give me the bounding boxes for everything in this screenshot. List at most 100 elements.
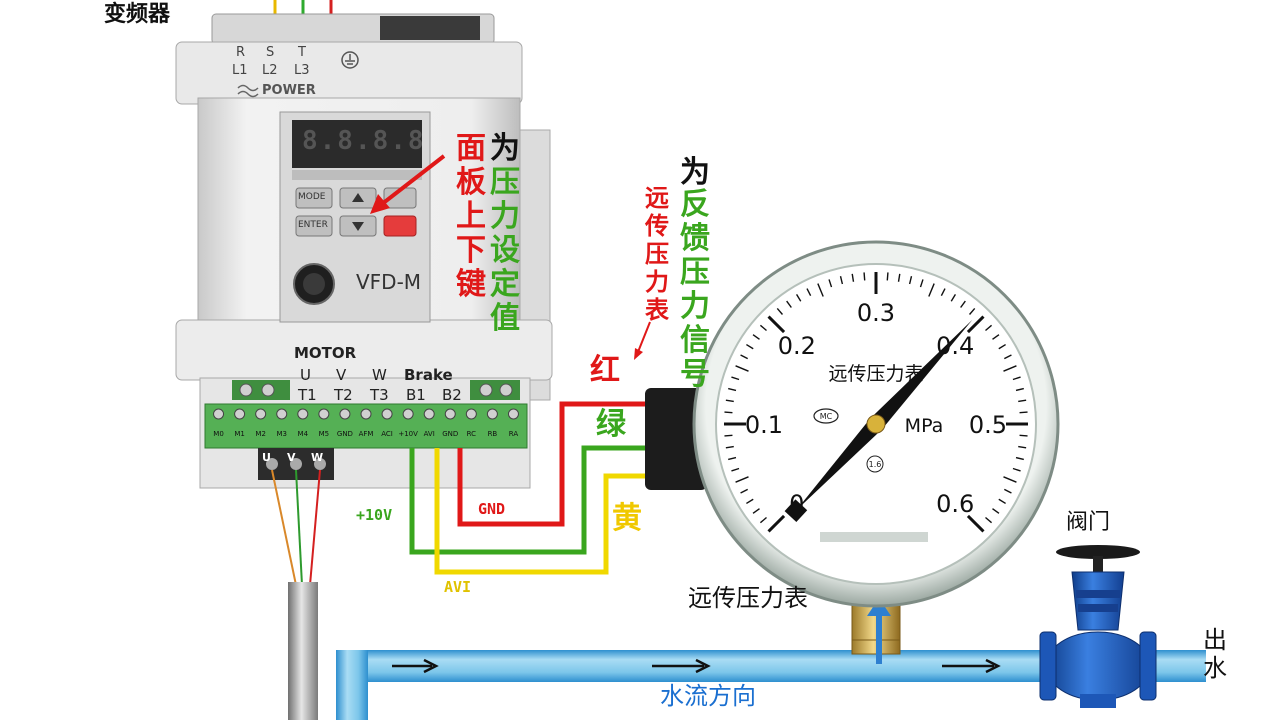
feedback-annotation-prefix: 为 [680,155,710,190]
control-terminal-label: M5 [319,430,330,438]
control-terminal-label: RC [467,430,477,438]
terminal-s: S [266,45,275,60]
vfd-display [292,120,422,168]
gauge-tick [735,476,749,483]
terminal-r: R [236,45,246,60]
gauge-tick [886,272,889,281]
gauge-scale-labels: 00.10.20.30.40.50.6 [745,299,1007,518]
gauge-dial-title: 远传压力表 [828,363,923,385]
class-mark-circle [866,455,884,473]
pressure-gauge: 00.10.20.30.40.50.6 MC 1.6 MPa 远传压力表 [645,240,1060,608]
control-terminal-label: M2 [255,430,266,438]
mode-key[interactable] [295,187,333,209]
gauge-tick [851,273,855,282]
plus10v-label: +10V [356,506,393,524]
terminal-l1: L1 [232,63,248,78]
feedback-annotation-green: 反馈压力信号 [680,187,710,392]
gauge-tick [1003,365,1017,372]
gauge-tick [966,514,985,533]
valve-handwheel[interactable] [1056,545,1140,559]
panel-annotation-green: 压力设定值 [490,165,520,336]
gauge-scale-label: 0.1 [745,411,783,439]
mc-mark-icon [813,408,839,424]
flow-arrow [392,658,439,674]
enter-key[interactable] [295,215,333,237]
mode-key-label: MODE [298,192,326,202]
gauge-tick [740,488,749,494]
gauge-tick [1012,467,1021,472]
gauge-tick [940,288,946,297]
terminal-screw [465,408,477,420]
panel-annotation-prefix: 为 [490,131,520,166]
up-arrow-icon [352,193,364,202]
gauge-tick [828,279,833,288]
gauge-tick [806,288,812,297]
green-wire-label: 绿 [596,407,626,442]
gauge-tick [724,434,733,437]
flow-arrow [652,658,711,674]
brake-label: Brake [404,366,453,384]
gauge-tick [966,315,985,334]
gauge-serial-plate [820,532,928,542]
gauge-tick [746,343,754,350]
gauge-tick [1015,456,1024,461]
control-terminal-label: M3 [276,430,287,438]
control-terminal-label: M1 [234,430,245,438]
needle-shape [795,319,973,511]
terminal-b1: B1 [406,386,426,404]
gauge-tick [897,273,901,282]
gauge-tick [1018,445,1027,449]
gauge-tick [992,508,1000,514]
enter-key-label: ENTER [298,220,328,230]
gauge-tick [863,272,866,281]
terminal-screw [318,408,330,420]
terminal-screw [297,408,309,420]
gauge-tick [968,307,976,315]
valve-label: 阀门 [1066,510,1111,535]
gnd-label: GND [478,500,506,518]
flow-arrow [942,658,1001,674]
gauge-tick [731,376,740,381]
gauge-tick [728,456,737,461]
terminal-w: W [372,366,387,384]
terminal-b2: B2 [442,386,462,404]
gauge-tick [1018,399,1027,403]
gauge-tick [786,300,792,308]
control-terminal-label: ACI [381,430,393,438]
valve [1039,545,1157,708]
output-w: W [311,451,324,464]
gauge-tick [767,315,786,334]
power-label: POWER [262,83,316,98]
gauge-tick [752,508,760,514]
gauge-tick [992,334,1000,340]
gauge-tick [1019,411,1028,414]
terminal-v: V [336,366,347,384]
red-wire [457,401,650,527]
red-wire-label: 红 [590,353,620,388]
svg-text:MC: MC [820,412,833,421]
yellow-wire [434,448,650,575]
control-terminal-label: RA [509,430,519,438]
gauge-sensor-box [645,388,707,490]
down-arrow-icon [352,222,364,231]
stop-key[interactable] [383,215,417,237]
gauge-scale [724,272,1028,533]
gauge-tick [985,324,993,332]
terminal-screw [423,408,435,420]
gauge-scale-label: 0.2 [778,332,816,360]
gauge-scale-label: 0.6 [936,490,974,518]
annotation-arrows [370,154,651,360]
gauge-tick [1012,376,1021,381]
control-terminal-label: GND [337,430,353,438]
control-terminal-label: RB [488,430,498,438]
gauge-tick [1003,488,1012,494]
terminal-t1: T1 [298,386,317,404]
control-terminal-label: AFM [359,430,374,438]
control-terminal-label: +10V [398,430,418,438]
signal-wires [409,401,650,575]
terminal-screw [276,408,288,420]
gauge-tick [724,411,733,414]
vfd-model: VFD-M [356,270,422,294]
output-u: U [262,451,271,464]
